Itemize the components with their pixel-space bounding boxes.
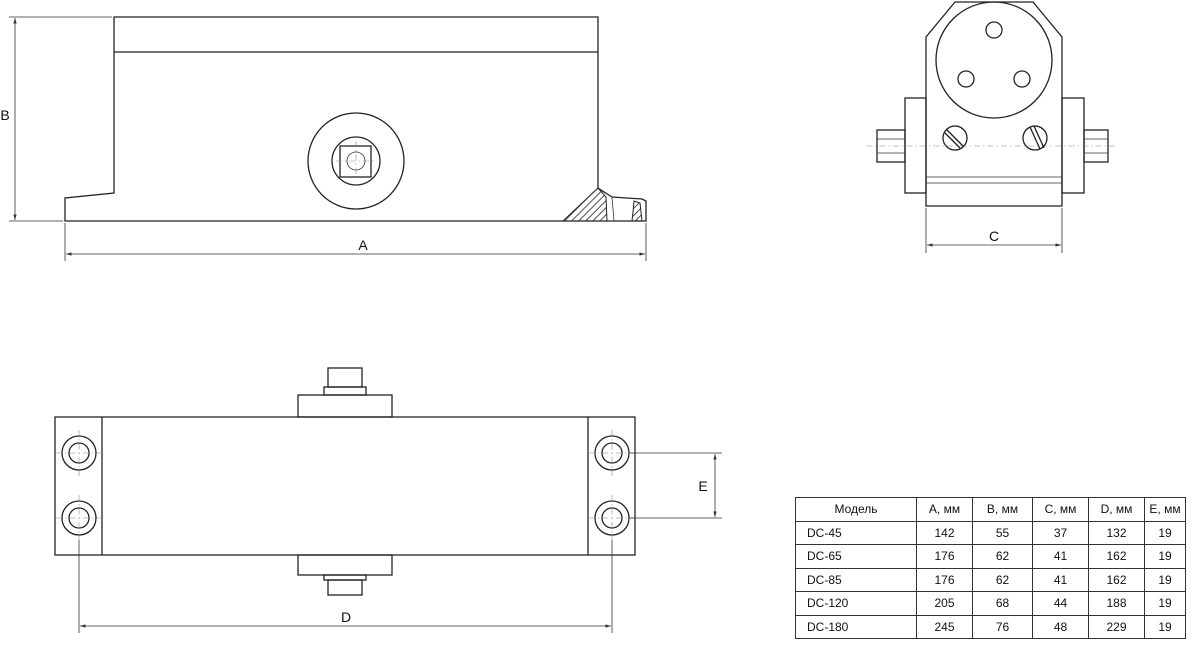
cell-d: 188 xyxy=(1088,591,1145,616)
front-view-body xyxy=(64,16,647,222)
dimensions-table: Модель A, мм B, мм C, мм D, мм E, мм DC-… xyxy=(795,497,1186,639)
cell-model: DC-120 xyxy=(795,591,917,616)
table-row: DC-65 176 62 41 162 19 xyxy=(795,544,1186,569)
column-header-d: D, мм xyxy=(1088,497,1145,522)
cell-c: 41 xyxy=(1032,544,1089,569)
bottom-projection xyxy=(297,554,393,576)
top-view: E D xyxy=(54,367,722,633)
pinion-square-shaft xyxy=(339,145,372,178)
cell-d: 229 xyxy=(1088,614,1145,639)
nut-left xyxy=(876,129,906,163)
bottom-shaft xyxy=(327,579,363,596)
front-view-hatch-left xyxy=(561,187,608,222)
dimension-label-b: B xyxy=(0,107,9,123)
dimension-label-d: D xyxy=(341,609,351,625)
end-cap-hole-top xyxy=(985,21,1003,39)
cell-e: 19 xyxy=(1144,591,1186,616)
cell-model: DC-85 xyxy=(795,567,917,592)
side-view: C xyxy=(866,1,1116,253)
cell-c: 48 xyxy=(1032,614,1089,639)
column-header-a: A, мм xyxy=(916,497,973,522)
cell-model: DC-180 xyxy=(795,614,917,639)
cell-a: 245 xyxy=(916,614,973,639)
side-view-body xyxy=(925,1,1063,207)
top-shaft xyxy=(327,367,363,388)
mounting-hole-bottom-right xyxy=(589,495,634,541)
mounting-hole-top-right xyxy=(589,430,634,476)
top-projection xyxy=(297,394,393,418)
cell-c: 44 xyxy=(1032,591,1089,616)
dimension-label-e: E xyxy=(698,478,707,494)
cell-c: 41 xyxy=(1032,567,1089,592)
table-row: DC-45 142 55 37 132 19 xyxy=(795,520,1186,545)
cell-model: DC-65 xyxy=(795,544,917,569)
cell-e: 19 xyxy=(1144,544,1186,569)
cell-a: 176 xyxy=(916,567,973,592)
table-row: DC-120 205 68 44 188 19 xyxy=(795,591,1186,616)
adjustment-screw-left xyxy=(942,125,968,151)
cell-a: 142 xyxy=(916,520,973,545)
column-header-c: C, мм xyxy=(1032,497,1089,522)
side-view-end-cap xyxy=(935,1,1053,119)
pinion-inner-circle xyxy=(331,136,381,186)
front-view-hatch-right xyxy=(631,200,643,222)
end-cap-hole-left xyxy=(957,70,975,88)
cell-d: 162 xyxy=(1088,567,1145,592)
side-boss-left xyxy=(904,97,927,194)
cell-b: 68 xyxy=(972,591,1033,616)
adjustment-screw-right xyxy=(1022,125,1048,151)
table-row: DC-180 245 76 48 229 19 xyxy=(795,614,1186,639)
cell-e: 19 xyxy=(1144,614,1186,639)
top-view-body xyxy=(54,416,636,556)
cell-e: 19 xyxy=(1144,567,1186,592)
cell-model: DC-45 xyxy=(795,520,917,545)
column-header-e: E, мм xyxy=(1144,497,1186,522)
front-view: A B xyxy=(0,16,647,261)
cell-a: 176 xyxy=(916,544,973,569)
side-boss-right xyxy=(1061,97,1085,194)
column-header-b: B, мм xyxy=(972,497,1033,522)
column-header-model: Модель xyxy=(795,497,917,522)
cell-b: 62 xyxy=(972,567,1033,592)
cell-a: 205 xyxy=(916,591,973,616)
cell-d: 162 xyxy=(1088,544,1145,569)
dimension-label-a: A xyxy=(358,237,368,253)
cell-b: 55 xyxy=(972,520,1033,545)
mounting-hole-top-left xyxy=(56,430,102,476)
cell-d: 132 xyxy=(1088,520,1145,545)
mounting-hole-bottom-left xyxy=(56,495,102,541)
cell-b: 62 xyxy=(972,544,1033,569)
cell-c: 37 xyxy=(1032,520,1089,545)
table-header-row: Модель A, мм B, мм C, мм D, мм E, мм xyxy=(795,497,1186,522)
pinion-outer-circle xyxy=(307,112,405,210)
end-cap-hole-right xyxy=(1013,70,1031,88)
table-row: DC-85 176 62 41 162 19 xyxy=(795,567,1186,592)
cell-e: 19 xyxy=(1144,520,1186,545)
cell-b: 76 xyxy=(972,614,1033,639)
dimension-label-c: C xyxy=(989,228,999,244)
